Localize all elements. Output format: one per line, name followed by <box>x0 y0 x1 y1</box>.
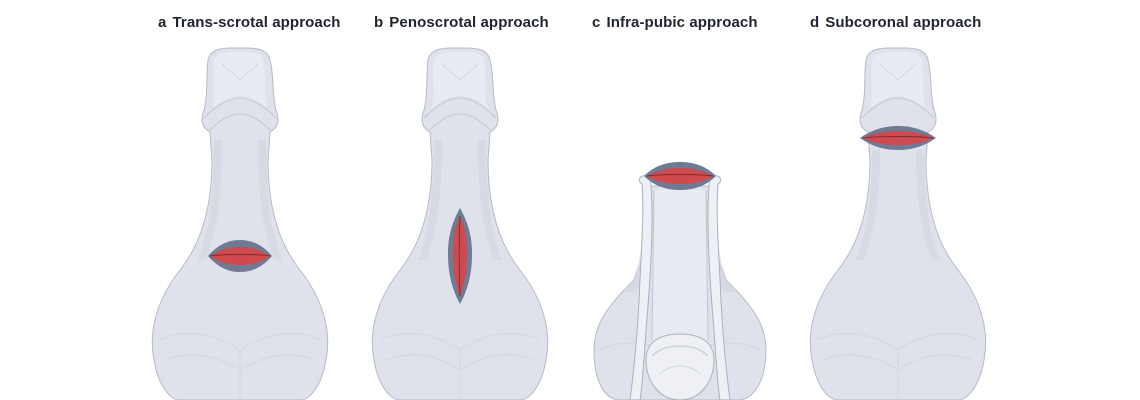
trans-scrotal-illustration <box>151 47 329 400</box>
panel-d-title: Subcoronal approach <box>825 14 982 31</box>
panel-c-label: c Infra-pubic approach <box>592 14 758 31</box>
panel-a-letter: a <box>158 14 167 31</box>
incision-penoscrotal <box>448 208 472 304</box>
panel-b-letter: b <box>374 14 384 31</box>
panel-d: d Subcoronal approach <box>808 0 1028 400</box>
coronal-ridge <box>861 97 935 119</box>
panel-a: a Trans-scrotal approach <box>150 0 370 400</box>
glans-exposed <box>645 333 715 400</box>
subcoronal-illustration <box>809 47 987 400</box>
panel-c-title: Infra-pubic approach <box>606 14 758 31</box>
panel-d-label: d Subcoronal approach <box>810 14 981 31</box>
panel-c-letter: c <box>592 14 601 31</box>
coronal-ridge <box>423 97 497 119</box>
panel-d-letter: d <box>810 14 820 31</box>
penis-scrotum-silhouette <box>809 47 987 400</box>
penoscrotal-illustration <box>371 47 549 400</box>
penile-shaft-exposed <box>652 190 708 340</box>
incision-trans-scrotal <box>208 240 272 272</box>
infra-pubic-illustration <box>593 162 767 400</box>
panel-b: b Penoscrotal approach <box>370 0 590 400</box>
panel-a-label: a Trans-scrotal approach <box>158 14 341 31</box>
panel-a-title: Trans-scrotal approach <box>172 14 341 31</box>
panel-b-label: b Penoscrotal approach <box>374 14 549 31</box>
panel-c: c Infra-pubic approach <box>590 0 810 400</box>
coronal-ridge <box>203 97 277 119</box>
incision-infra-pubic <box>644 162 716 190</box>
penis-scrotum-silhouette <box>151 47 329 400</box>
panel-b-title: Penoscrotal approach <box>389 14 549 31</box>
incision-subcoronal <box>860 126 936 150</box>
